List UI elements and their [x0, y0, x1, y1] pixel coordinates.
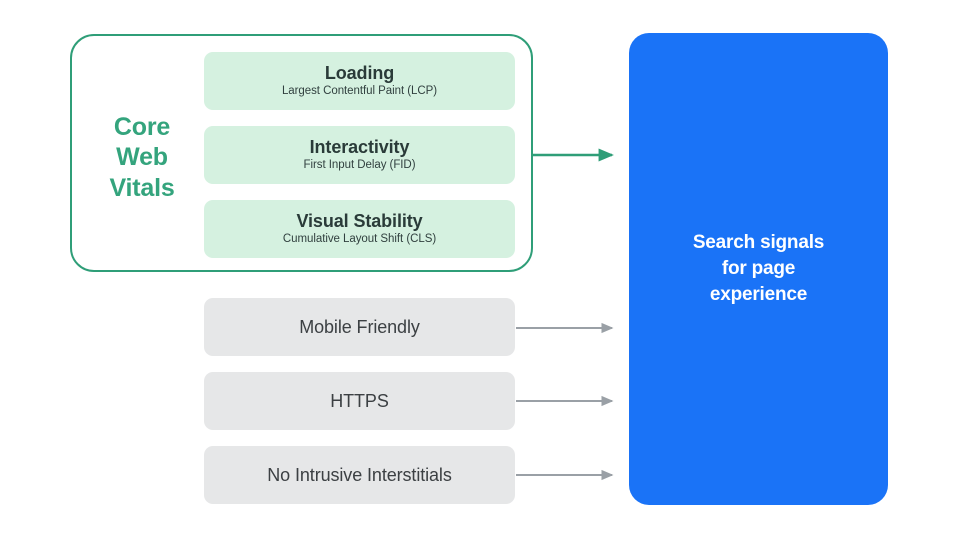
vital-title-visual-stability: Visual Stability: [296, 211, 423, 232]
vital-card-interactivity[interactable]: Interactivity First Input Delay (FID): [204, 126, 515, 184]
search-signals-line-2: for page: [721, 257, 796, 279]
core-web-vitals-label-line-3: Vitals: [109, 173, 175, 202]
vital-card-loading[interactable]: Loading Largest Contentful Paint (LCP): [204, 52, 515, 110]
core-web-vitals-group: [70, 34, 533, 272]
core-web-vitals-group-label: Core Web Vitals: [92, 112, 192, 203]
signal-label-https: HTTPS: [330, 390, 389, 411]
signal-label-no-intrusive-interstitials: No Intrusive Interstitials: [267, 464, 452, 485]
signal-https[interactable]: HTTPS: [204, 372, 515, 430]
core-web-vitals-label-line-2: Web: [116, 143, 168, 172]
search-signals-line-1: Search signals: [692, 231, 825, 253]
search-signals-line-3: experience: [709, 284, 808, 306]
signal-no-intrusive-interstitials[interactable]: No Intrusive Interstitials: [204, 446, 515, 504]
vital-subtitle-loading: Largest Contentful Paint (LCP): [281, 84, 438, 97]
vital-title-interactivity: Interactivity: [309, 137, 410, 158]
vital-subtitle-visual-stability: Cumulative Layout Shift (CLS): [282, 232, 437, 245]
vital-title-loading: Loading: [324, 63, 395, 84]
signal-mobile-friendly[interactable]: Mobile Friendly: [204, 298, 515, 356]
signal-label-mobile-friendly: Mobile Friendly: [299, 316, 420, 337]
search-signals-text: Search signals for page experience: [692, 230, 825, 309]
search-signals-box[interactable]: Search signals for page experience: [629, 33, 888, 505]
core-web-vitals-label-line-1: Core: [113, 113, 171, 141]
vital-card-visual-stability[interactable]: Visual Stability Cumulative Layout Shift…: [204, 200, 515, 258]
vital-subtitle-interactivity: First Input Delay (FID): [303, 158, 416, 171]
